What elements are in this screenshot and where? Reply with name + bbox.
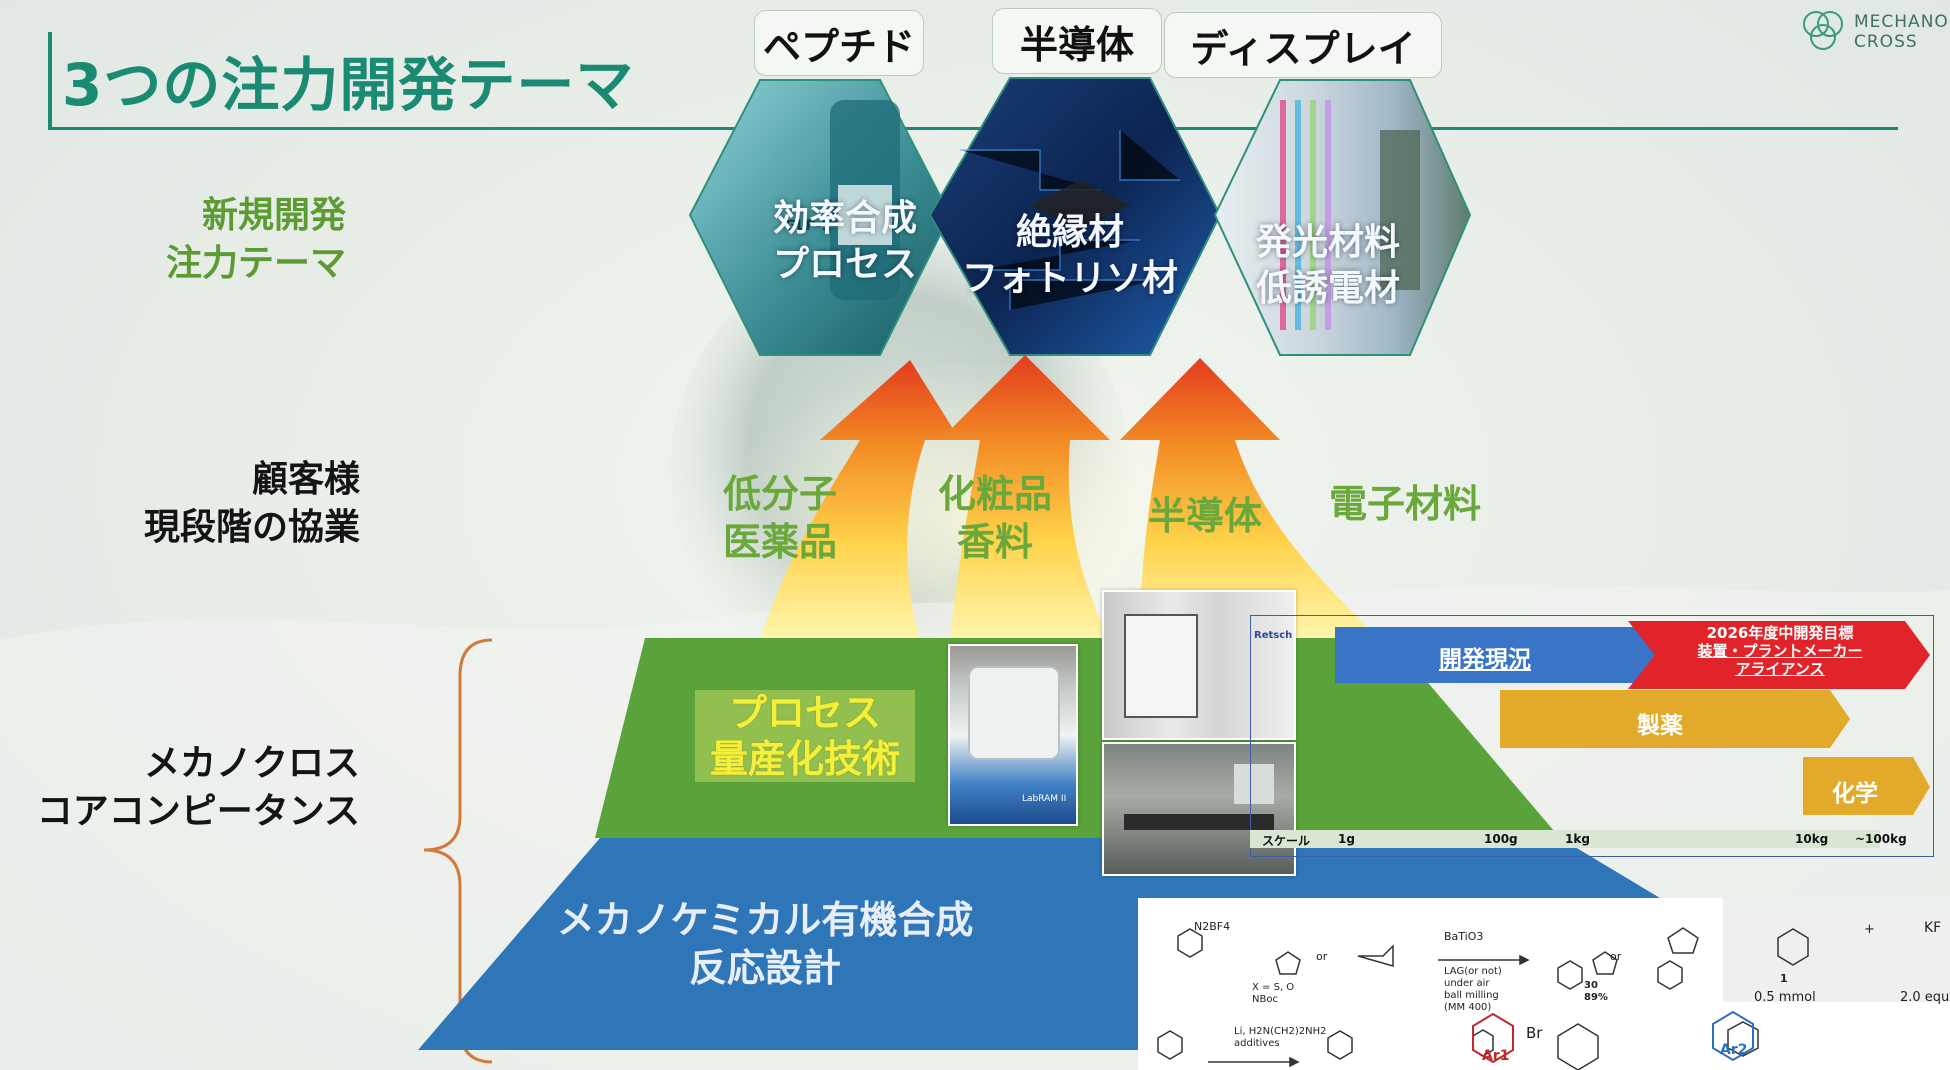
scale-tick-1kg: 1kg [1565, 832, 1590, 846]
li-reagent-label: Li, H2N(CH2)2NH2 additives [1234, 1026, 1326, 1050]
pyramid-upper-label: プロセス 量産化技術 [695, 690, 915, 782]
pyramid-lower-label: メカノケミカル有機合成 反応設計 [540, 896, 990, 992]
scale-tick-100kg: ~100kg [1855, 832, 1907, 846]
plus-label: + [1864, 922, 1875, 937]
br-label: Br [1526, 1024, 1542, 1042]
compound-number: 1 [1780, 972, 1788, 985]
catalyst-label: BaTiO3 [1444, 930, 1483, 943]
roadmap-chemical-label: 化学 [1800, 774, 1910, 808]
roadmap-current-label: 開発現況 [1340, 640, 1630, 674]
hetero-note: X = S, O NBoc [1252, 982, 1294, 1006]
scale-tick-100g: 100g [1484, 832, 1518, 846]
roadmap-target-line3: アライアンス [1650, 660, 1910, 678]
amount-label: 0.5 mmol [1754, 990, 1816, 1005]
yield-label: 30 89% [1584, 980, 1608, 1004]
scale-tick-10kg: 10kg [1795, 832, 1828, 846]
scale-tick-1g: 1g [1338, 832, 1355, 846]
reagent-diazonium: N2BF4 [1194, 920, 1230, 933]
or-label-2: or [1610, 950, 1621, 963]
roadmap-pharma-label: 製薬 [1540, 706, 1780, 740]
ar2-label: Ar2 [1720, 1042, 1747, 1058]
roadmap-target-line2: 装置・プラントメーカー [1650, 642, 1910, 660]
conditions-label: LAG(or not) under air ball milling (MM 4… [1444, 966, 1502, 1014]
ar1-label: Ar1 [1482, 1048, 1509, 1064]
or-label-1: or [1316, 950, 1327, 963]
labram-brand-label: LabRAM II [1022, 794, 1066, 804]
reaction-scheme-panel: N2BF4 X = S, O NBoc or BaTiO3 LAG(or not… [1138, 898, 1950, 1070]
equipment-photo-labram: LabRAM II [948, 644, 1078, 826]
scale-title: スケール [1262, 832, 1310, 849]
kf-label: KF [1924, 920, 1941, 936]
equiv-label: 2.0 equ [1900, 990, 1949, 1005]
roadmap-target-label: 2026年度中開発目標 装置・プラントメーカー アライアンス [1650, 624, 1910, 678]
roadmap-target-line1: 2026年度中開発目標 [1650, 624, 1910, 642]
